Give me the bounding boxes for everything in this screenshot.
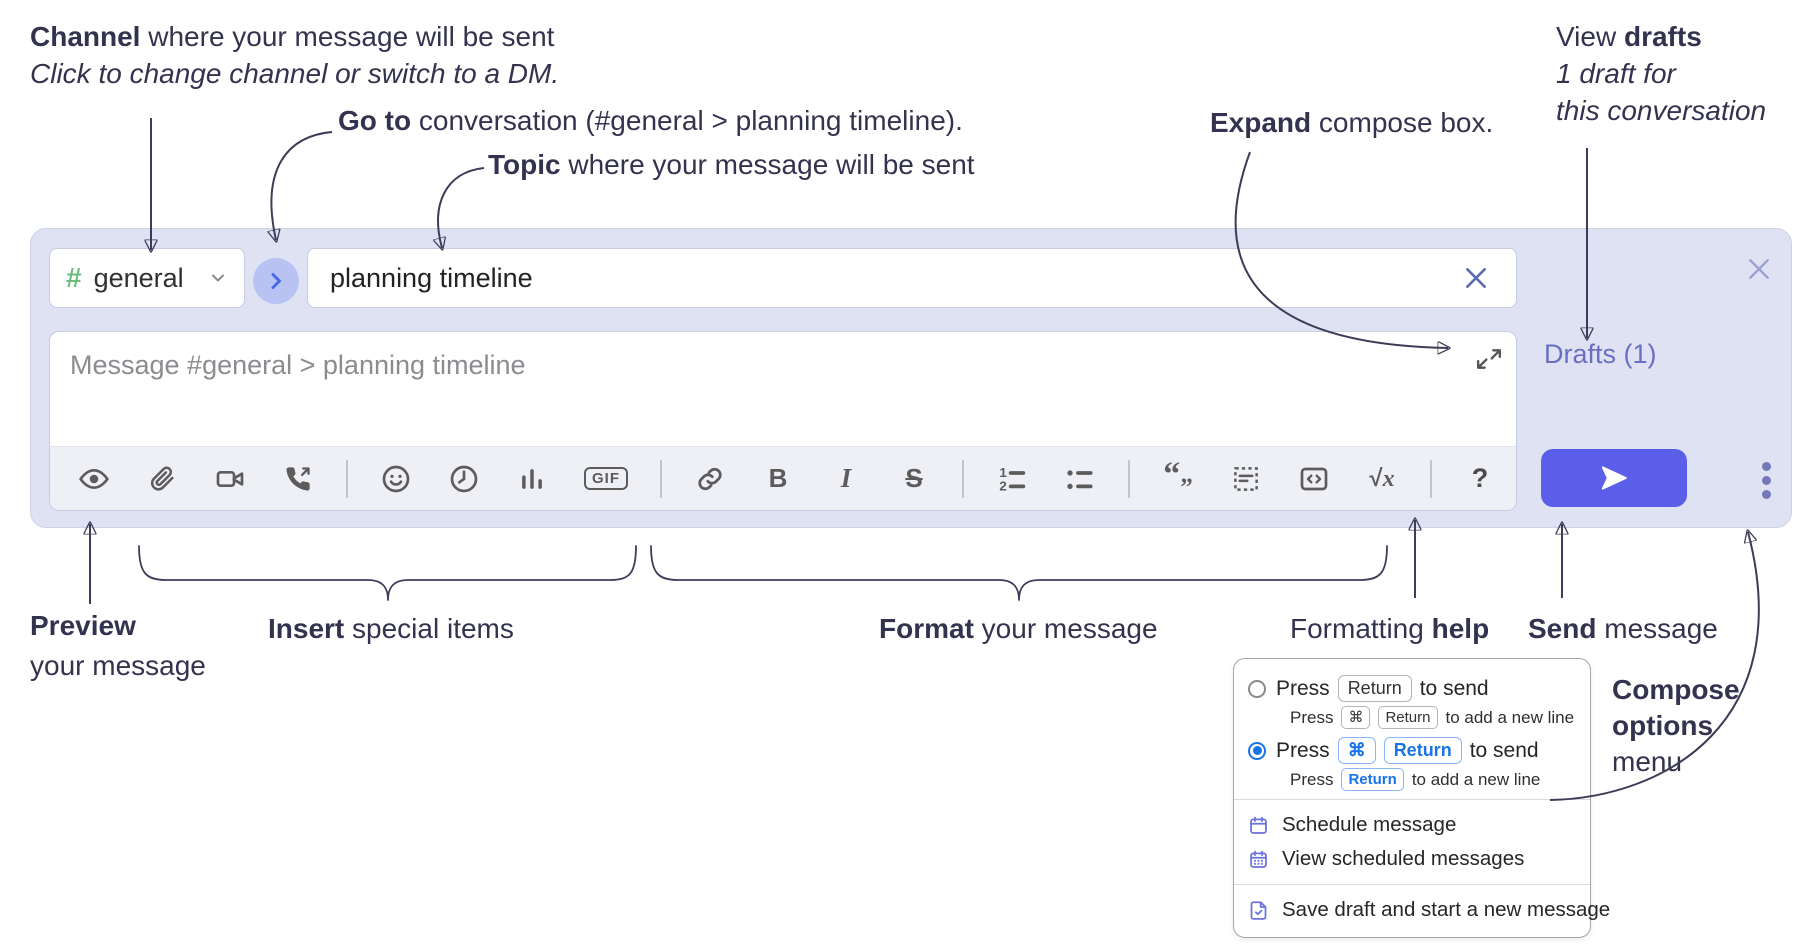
audio-call-icon[interactable] [278, 459, 318, 499]
math-icon[interactable]: √x [1369, 464, 1395, 492]
toolbar-divider [1430, 459, 1432, 498]
insert-brace [138, 545, 637, 601]
preview-annotation: Preview your message [30, 610, 206, 681]
preview-eye-icon[interactable] [74, 459, 114, 499]
menu-option-return-to-send[interactable]: Press Return to send [1234, 671, 1590, 706]
compose-options-kebab-icon[interactable] [1753, 457, 1779, 503]
menu-item-view-scheduled[interactable]: View scheduled messages [1234, 842, 1590, 876]
menu-divider [1234, 884, 1590, 885]
menu-option-return-subtext: Press ⌘ Return to add a new line [1290, 706, 1576, 729]
toolbar-divider [660, 459, 662, 498]
attach-paperclip-icon[interactable] [142, 459, 182, 499]
message-input[interactable] [50, 332, 1516, 444]
menu-item-save-draft[interactable]: Save draft and start a new message [1234, 893, 1610, 927]
format-annotation: Format your message [879, 613, 1158, 644]
italic-icon[interactable]: I [840, 463, 852, 493]
svg-text:2: 2 [999, 478, 1006, 493]
close-compose-icon[interactable] [1746, 256, 1772, 282]
clear-topic-icon[interactable] [1463, 265, 1489, 291]
code-icon[interactable] [1294, 459, 1334, 499]
goto-arrow [271, 131, 333, 240]
format-brace [650, 545, 1388, 601]
expand-compose-icon[interactable] [1476, 346, 1502, 372]
topic-annotation: Topic where your message will be sent [488, 149, 975, 180]
toolbar-divider [346, 459, 348, 498]
channel-annotation-line1: Channel where your message will be sent [30, 21, 555, 52]
channel-selector[interactable]: # general [49, 248, 245, 308]
bold-icon[interactable]: B [768, 463, 788, 493]
compose-box: # general [30, 228, 1792, 528]
strikethrough-icon[interactable]: S [905, 463, 923, 493]
svg-text:1: 1 [999, 465, 1007, 480]
kbd-cmd: ⌘ [1337, 737, 1376, 764]
bulleted-list-icon[interactable] [1060, 459, 1100, 499]
save-draft-icon [1250, 900, 1267, 920]
go-to-conversation-button[interactable] [253, 258, 299, 304]
toolbar-divider [962, 459, 964, 498]
radio-unselected-icon[interactable] [1248, 679, 1266, 698]
send-annotation: Send message [1528, 613, 1718, 644]
channel-name: general [93, 262, 184, 293]
kbd-cmd: ⌘ [1341, 706, 1371, 729]
chevron-right-icon [271, 273, 281, 289]
drafts-annotation: View drafts 1 draft for this conversatio… [1556, 21, 1767, 126]
toolbar-divider [1128, 459, 1130, 498]
formatting-help-icon[interactable]: ? [1471, 463, 1489, 493]
calendar-dates-icon [1250, 850, 1267, 868]
emoji-icon[interactable] [376, 459, 416, 499]
global-time-icon[interactable] [444, 459, 484, 499]
chevron-down-icon [212, 274, 224, 282]
expand-annotation: Expand compose box. [1210, 107, 1494, 138]
kbd-return: Return [1378, 706, 1438, 729]
channel-annotation: Channel where your message will be sent … [30, 18, 559, 92]
kbd-return: Return [1341, 768, 1404, 791]
send-button[interactable] [1541, 449, 1687, 507]
spoiler-icon[interactable] [1226, 459, 1266, 499]
kbd-return: Return [1337, 675, 1412, 702]
radio-selected-icon[interactable] [1248, 741, 1266, 760]
send-plane-icon [1601, 466, 1627, 490]
menu-option-cmd-return-subtext: Press Return to add a new line [1290, 768, 1576, 791]
menu-option-cmd-return-to-send[interactable]: Press ⌘ Return to send [1234, 733, 1590, 768]
link-icon[interactable] [690, 459, 730, 499]
video-call-icon[interactable] [210, 459, 250, 499]
insert-annotation: Insert special items [268, 613, 514, 644]
menu-item-schedule-message[interactable]: Schedule message [1234, 808, 1590, 842]
poll-icon[interactable] [512, 459, 552, 499]
channel-hash-icon: # [66, 262, 82, 293]
formatting-help-annotation: Formatting help [1290, 613, 1490, 644]
message-box: GIF B I S 12 “” [49, 331, 1517, 511]
kbd-return: Return [1383, 737, 1462, 764]
drafts-link[interactable]: Drafts (1) [1544, 339, 1657, 369]
quote-icon[interactable]: “” [1163, 455, 1193, 501]
compose-options-menu: Press Return to send Press ⌘ Return to a… [1233, 658, 1610, 938]
goto-annotation: Go to conversation (#general > planning … [338, 105, 963, 136]
channel-annotation-line2: Click to change channel or switch to a D… [30, 58, 560, 89]
compose-options-annotation: Compose options menu [1612, 674, 1740, 777]
topic-input[interactable] [307, 248, 1517, 308]
menu-divider [1234, 799, 1590, 800]
calendar-icon [1250, 816, 1267, 834]
gif-icon[interactable]: GIF [580, 459, 632, 499]
